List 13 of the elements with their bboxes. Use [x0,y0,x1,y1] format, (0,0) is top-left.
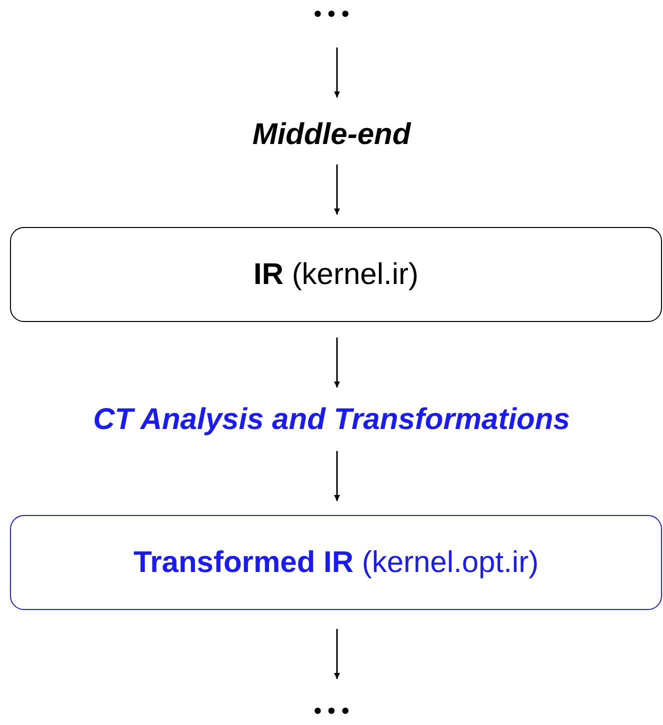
arrow [334,338,340,388]
stage-heading: Middle-end [252,118,411,152]
process-box [10,227,662,322]
ellipsis: • • • [314,1,350,27]
process-box [10,515,662,610]
arrow [334,164,340,214]
arrow [334,451,340,501]
box-label: IR (kernel.ir) [253,258,418,292]
box-label: Transformed IR (kernel.opt.ir) [133,546,539,580]
stage-heading: CT Analysis and Transformations [93,403,570,437]
ellipsis: • • • [314,698,350,724]
arrow [334,48,340,98]
arrow [334,629,340,679]
